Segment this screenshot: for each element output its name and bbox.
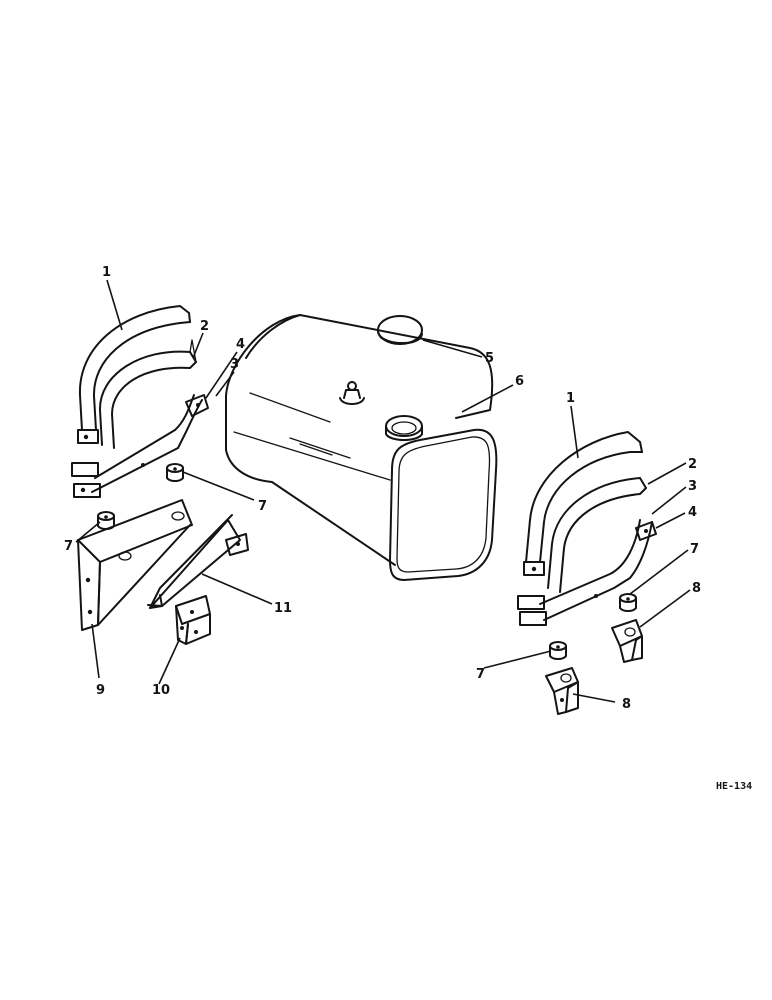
mounting-bracket-part-8-b: [545, 667, 579, 715]
right-rubber-pad-part-7-a: [619, 593, 637, 612]
callout-2-right: 2: [688, 457, 697, 472]
left-strap-liner-part-2: [98, 339, 197, 449]
callout-4-right: 4: [688, 505, 697, 520]
right-strap-outer-part-1: [523, 431, 643, 576]
callout-7-right-b: 7: [476, 667, 485, 682]
left-strap-outer-part-1: [77, 305, 191, 444]
callout-3-right: 3: [688, 479, 697, 494]
callout-7-left-a: 7: [258, 499, 267, 514]
right-strap-liner-part-2: [547, 477, 647, 593]
callout-4-left: 4: [236, 337, 245, 352]
tank-support-bracket-part-9: [77, 499, 193, 631]
callout-2-left: 2: [200, 319, 209, 334]
callout-3-left: 3: [230, 357, 239, 372]
callout-1-left: 1: [102, 265, 111, 280]
callout-10: 10: [152, 683, 170, 698]
callout-6: 6: [515, 374, 524, 389]
callout-11: 11: [274, 601, 292, 616]
right-rubber-pad-part-7-b: [549, 641, 567, 660]
fuel-tank-part-6: [225, 314, 498, 581]
angle-brace-part-11: [147, 514, 249, 609]
callout-1-right: 1: [566, 391, 575, 406]
callout-5: 5: [485, 351, 494, 366]
callout-9: 9: [96, 683, 105, 698]
leader-lines: [75, 279, 691, 703]
mounting-bracket-part-8-a: [611, 619, 643, 663]
callout-7-right-a: 7: [690, 542, 699, 557]
left-stud-part-4: [185, 394, 209, 417]
right-stud-part-4: [635, 521, 657, 541]
figure-number: HE-134: [716, 781, 752, 792]
callout-8-a: 8: [692, 581, 701, 596]
left-rubber-pad-part-7-a: [166, 463, 184, 482]
callout-7-left-b: 7: [64, 539, 73, 554]
callout-labels: 1 2 3 4 5 6 7 7 9 10 11 1 2 3 4 7 8 7 8: [64, 265, 701, 712]
filler-cap-part-5: [377, 315, 423, 345]
left-strap-assembly: [71, 305, 209, 498]
right-strap-assembly: [517, 431, 657, 626]
small-bracket-part-10: [175, 595, 211, 645]
right-strap-lower-part-3: [517, 519, 653, 626]
left-strap-lower-part-3: [71, 394, 203, 498]
callout-8-b: 8: [622, 697, 631, 712]
